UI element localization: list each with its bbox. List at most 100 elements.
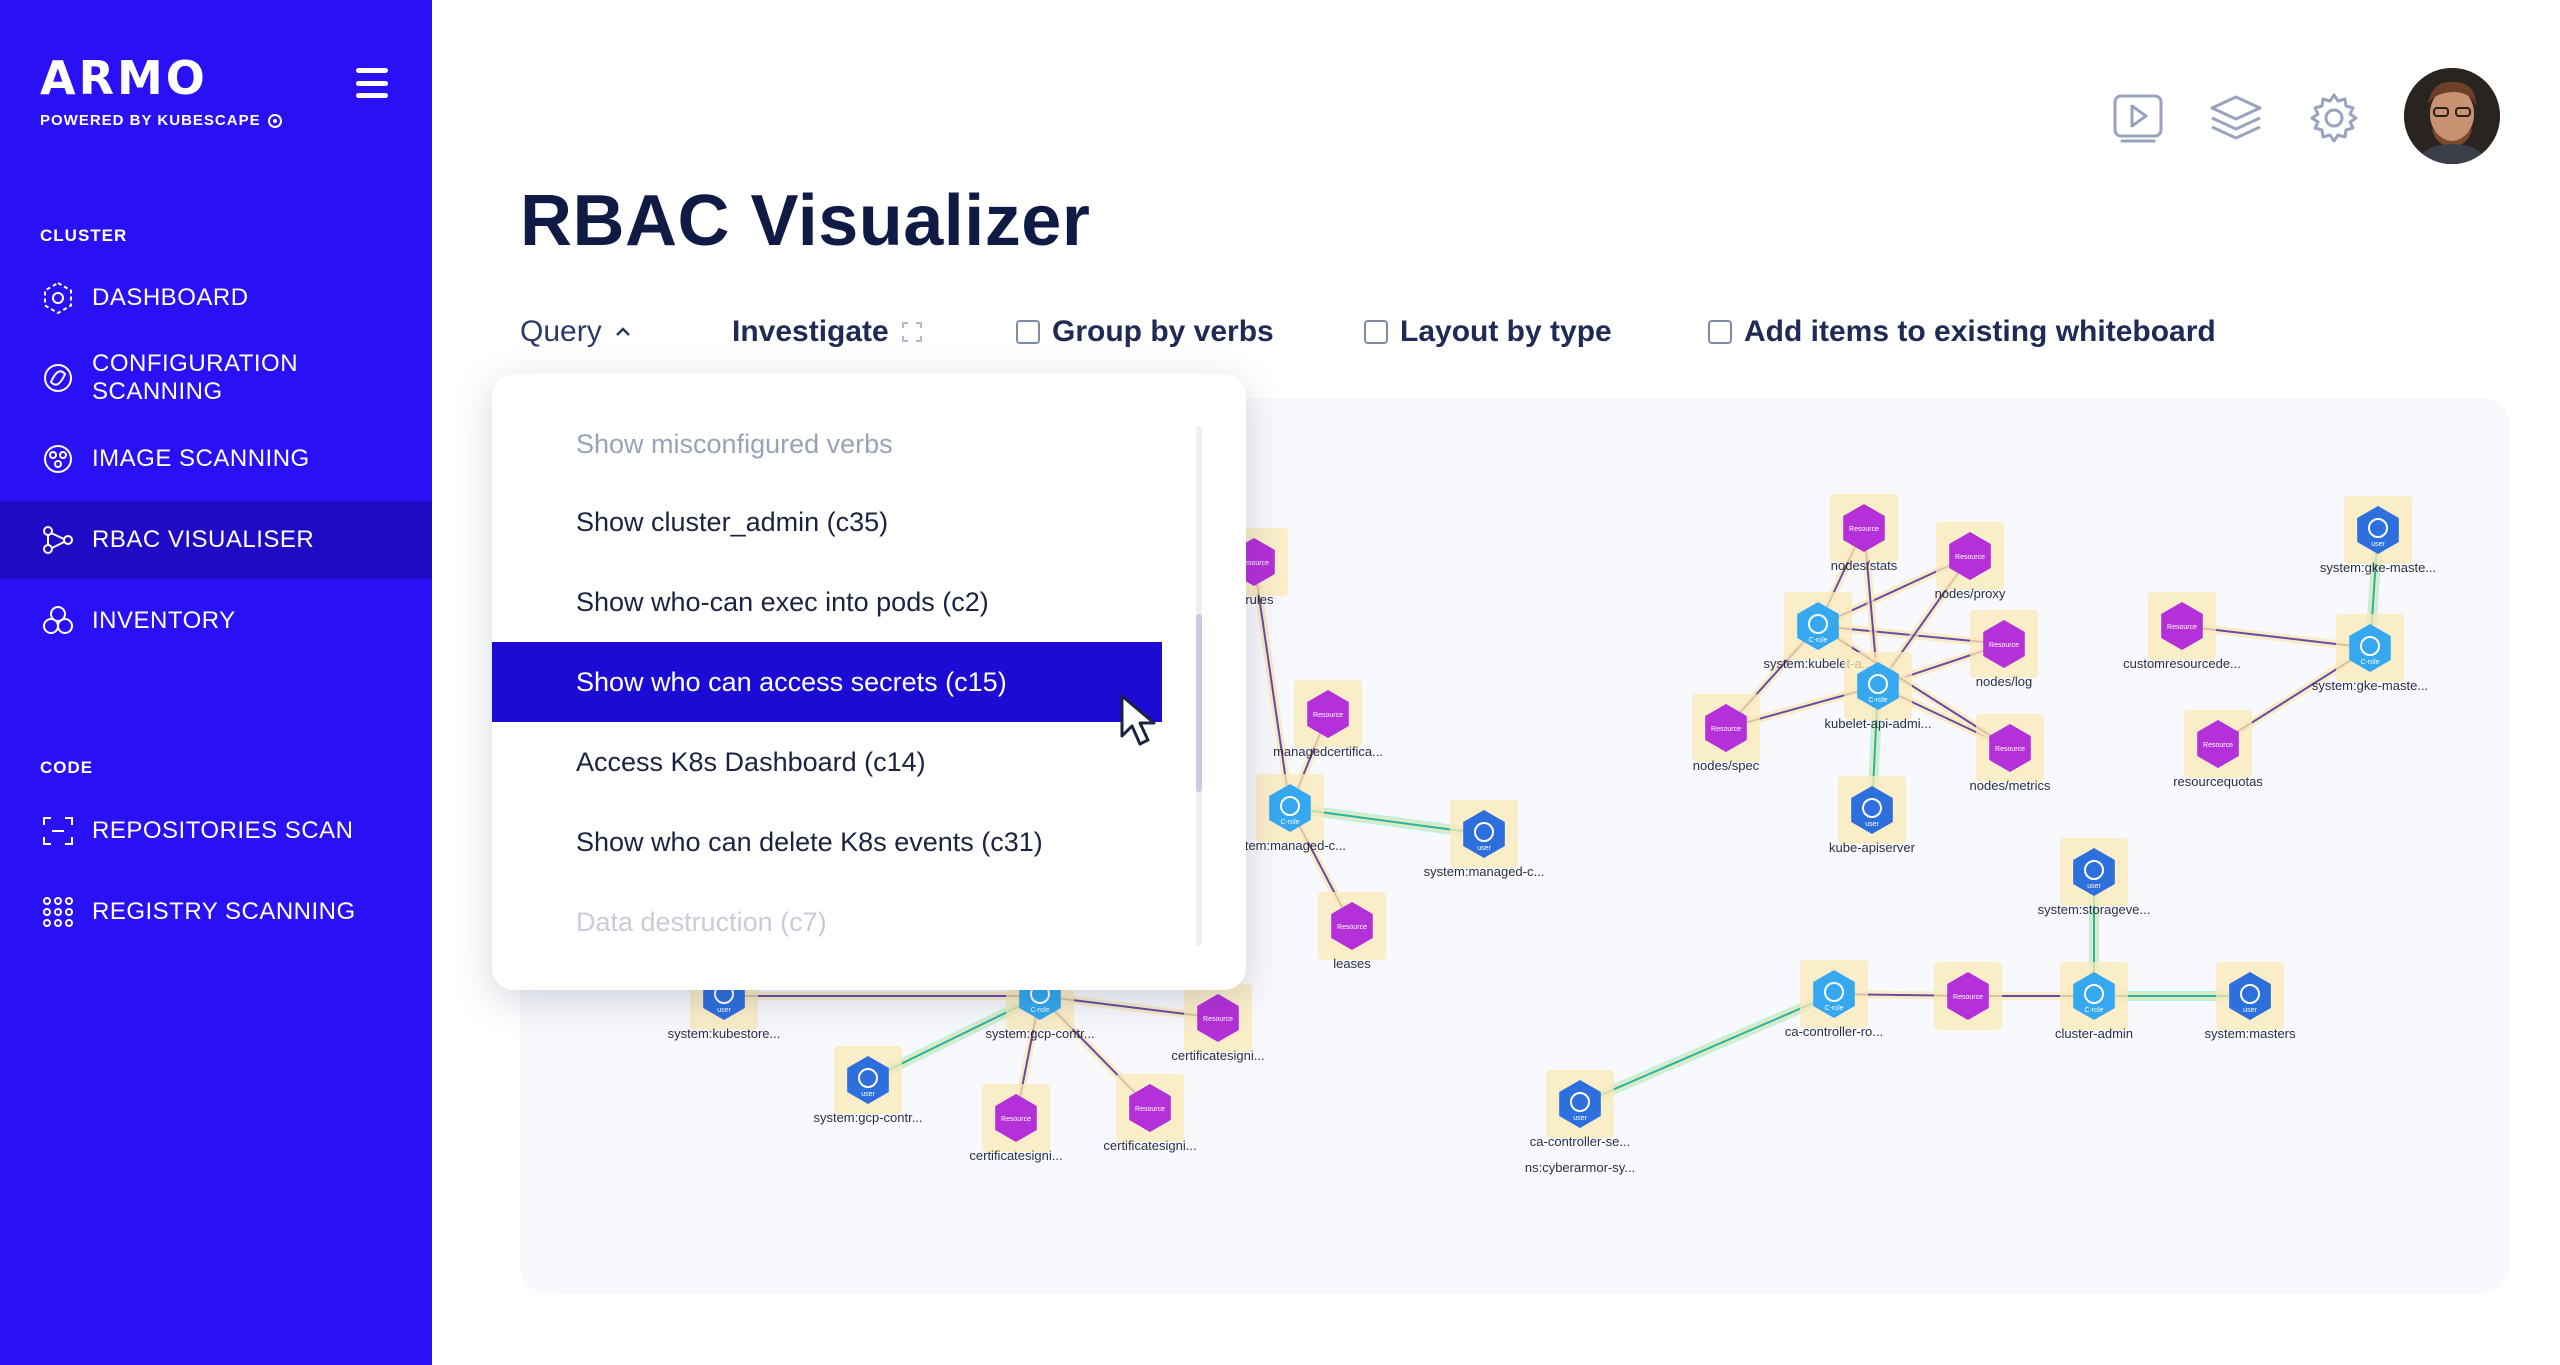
play-video-icon[interactable] [2108,88,2168,148]
lock-icon [2360,636,2380,656]
sidebar-item-label: CONFIGURATION SCANNING [92,350,299,405]
graph-node[interactable]: Resourcemanagedcertifica... [1273,680,1383,759]
resource-node-shape [1197,994,1239,1042]
registry-icon [40,894,76,930]
sidebar-item-registry-scanning[interactable]: REGISTRY SCANNING [0,873,432,951]
graph-node[interactable]: userca-controller-se... [1530,1070,1630,1149]
role-node-shape [1813,970,1855,1018]
query-option-data-destruction[interactable]: Data destruction (c7) [576,906,827,937]
graph-node[interactable]: Resource resourcequotas [2173,710,2263,789]
query-option-misconfigured-verbs[interactable]: Show misconfigured verbs [576,428,893,459]
node-type-label: Resource [1203,1016,1233,1023]
graph-node[interactable]: C-roleca-controller-ro... [1785,960,1883,1039]
query-option-delete-events[interactable]: Show who can delete K8s events (c31) [576,826,1043,857]
graph-node[interactable]: usersystem:gcp-contr... [813,1046,923,1125]
sidebar-item-inventory[interactable]: INVENTORY [0,582,432,660]
brand-name: ARMO [40,51,208,105]
node-type-label: user [1865,821,1879,828]
graph-edge [1579,993,1835,1105]
sidebar-item-configuration-scanning[interactable]: CONFIGURATION SCANNING [0,339,432,417]
graph-node[interactable]: C-rolesystem:gke-maste... [2312,614,2428,693]
group-by-verbs-checkbox[interactable] [1016,320,1040,344]
graph-node-label: certificatesigni... [969,1148,1062,1163]
sidebar-item-rbac-visualiser[interactable]: RBAC VISUALISER [0,501,432,579]
resource-node-shape [1949,532,1991,580]
graph-node[interactable]: usersystem:managed-c... [1424,800,1545,879]
lock-icon [1868,674,1888,694]
investigate-label: Investigate [732,315,889,348]
graph-node[interactable]: Resourcecertificatesigni... [1171,984,1265,1063]
gear-icon[interactable] [2304,88,2364,148]
graph-node-label: system:gcp-contr... [985,1026,1094,1041]
graph-node[interactable]: user kube-apiserver [1829,776,1916,855]
query-option-cluster-admin[interactable]: Show cluster_admin (c35) [576,506,889,537]
graph-node-label: resourcequotas [2173,774,2263,789]
sidebar-item-repositories-scan[interactable]: REPOSITORIES SCAN [0,792,432,870]
layout-by-type-option[interactable]: Layout by type [1364,312,1612,352]
user-avatar[interactable] [2404,68,2500,164]
sidebar-section-cluster: CLUSTER [40,226,128,245]
graph-edge [1253,561,1291,809]
user-node-shape [1851,786,1893,834]
node-type-label: Resource [1995,746,2025,753]
graph-node-label: ...tem:managed-c... [1234,838,1346,853]
graph-node-label: kubelet-api-admi... [1825,716,1932,731]
graph-node[interactable]: C-role...tem:managed-c... [1234,774,1346,853]
menu-toggle-icon[interactable] [356,68,388,98]
node-type-label: Resource [1955,554,1985,561]
dropdown-scrollbar-thumb[interactable] [1196,614,1202,792]
user-icon [2240,984,2260,1004]
lock-icon [2084,984,2104,1004]
dashboard-icon [40,280,76,316]
node-type-label: Resource [2203,742,2233,749]
investigate-button[interactable]: Investigate [732,312,923,352]
node-type-label: user [861,1091,875,1098]
graph-node-label: kube-apiserver [1829,840,1916,855]
layout-by-type-checkbox[interactable] [1364,320,1388,344]
graph-node[interactable]: Resourcecustomresourcede... [2123,592,2241,671]
user-node-shape [2073,848,2115,896]
layers-icon[interactable] [2206,88,2266,148]
graph-node[interactable]: usersystem:gke-maste... [2320,496,2436,575]
node-type-label: user [2243,1007,2257,1014]
query-option-exec-into-pods[interactable]: Show who-can exec into pods (c2) [576,586,989,617]
add-items-checkbox[interactable] [1708,320,1732,344]
sidebar-section-code: CODE [40,758,94,777]
image-scanning-icon [40,441,76,477]
node-type-label: Resource [1711,726,1741,733]
query-option-k8s-dashboard[interactable]: Access K8s Dashboard (c14) [576,746,926,777]
kubescape-icon [267,113,282,128]
graph-node-label: nodes/spec [1693,758,1760,773]
page-title: RBAC Visualizer [520,181,1091,261]
graph-node[interactable]: Resource nodes/spec [1692,694,1760,773]
node-type-label: user [2371,541,2385,548]
group-by-verbs-option[interactable]: Group by verbs [1016,312,1274,352]
resource-node-shape [1705,704,1747,752]
sidebar-item-image-scanning[interactable]: IMAGE SCANNING [0,420,432,498]
user-icon [2084,860,2104,880]
graph-node[interactable]: C-rolekubelet-api-admi... [1825,652,1932,731]
query-option-access-secrets[interactable]: Show who can access secrets (c15) [492,642,1162,722]
node-type-label: C-role [1824,1005,1843,1012]
graph-node[interactable]: Resourcecertificatesigni... [1103,1074,1197,1153]
graph-node-label: nodes/log [1976,674,2032,689]
graph-node[interactable]: Resourcecertificatesigni... [969,1084,1063,1163]
brand-logo[interactable]: ARMO Powered by Kubescape [40,52,283,129]
graph-node-label: system:gke-maste... [2312,678,2428,693]
user-icon [2368,518,2388,538]
graph-node[interactable]: usersystem:storageve... [2038,838,2151,917]
user-node-shape [847,1056,889,1104]
sidebar-item-dashboard[interactable]: DASHBOARD [0,259,432,337]
add-items-option[interactable]: Add items to existing whiteboard [1708,312,2216,352]
graph-node[interactable]: Resource [1934,962,2002,1030]
query-dropdown-toggle[interactable]: Query [520,312,632,352]
user-node-shape [2357,506,2399,554]
